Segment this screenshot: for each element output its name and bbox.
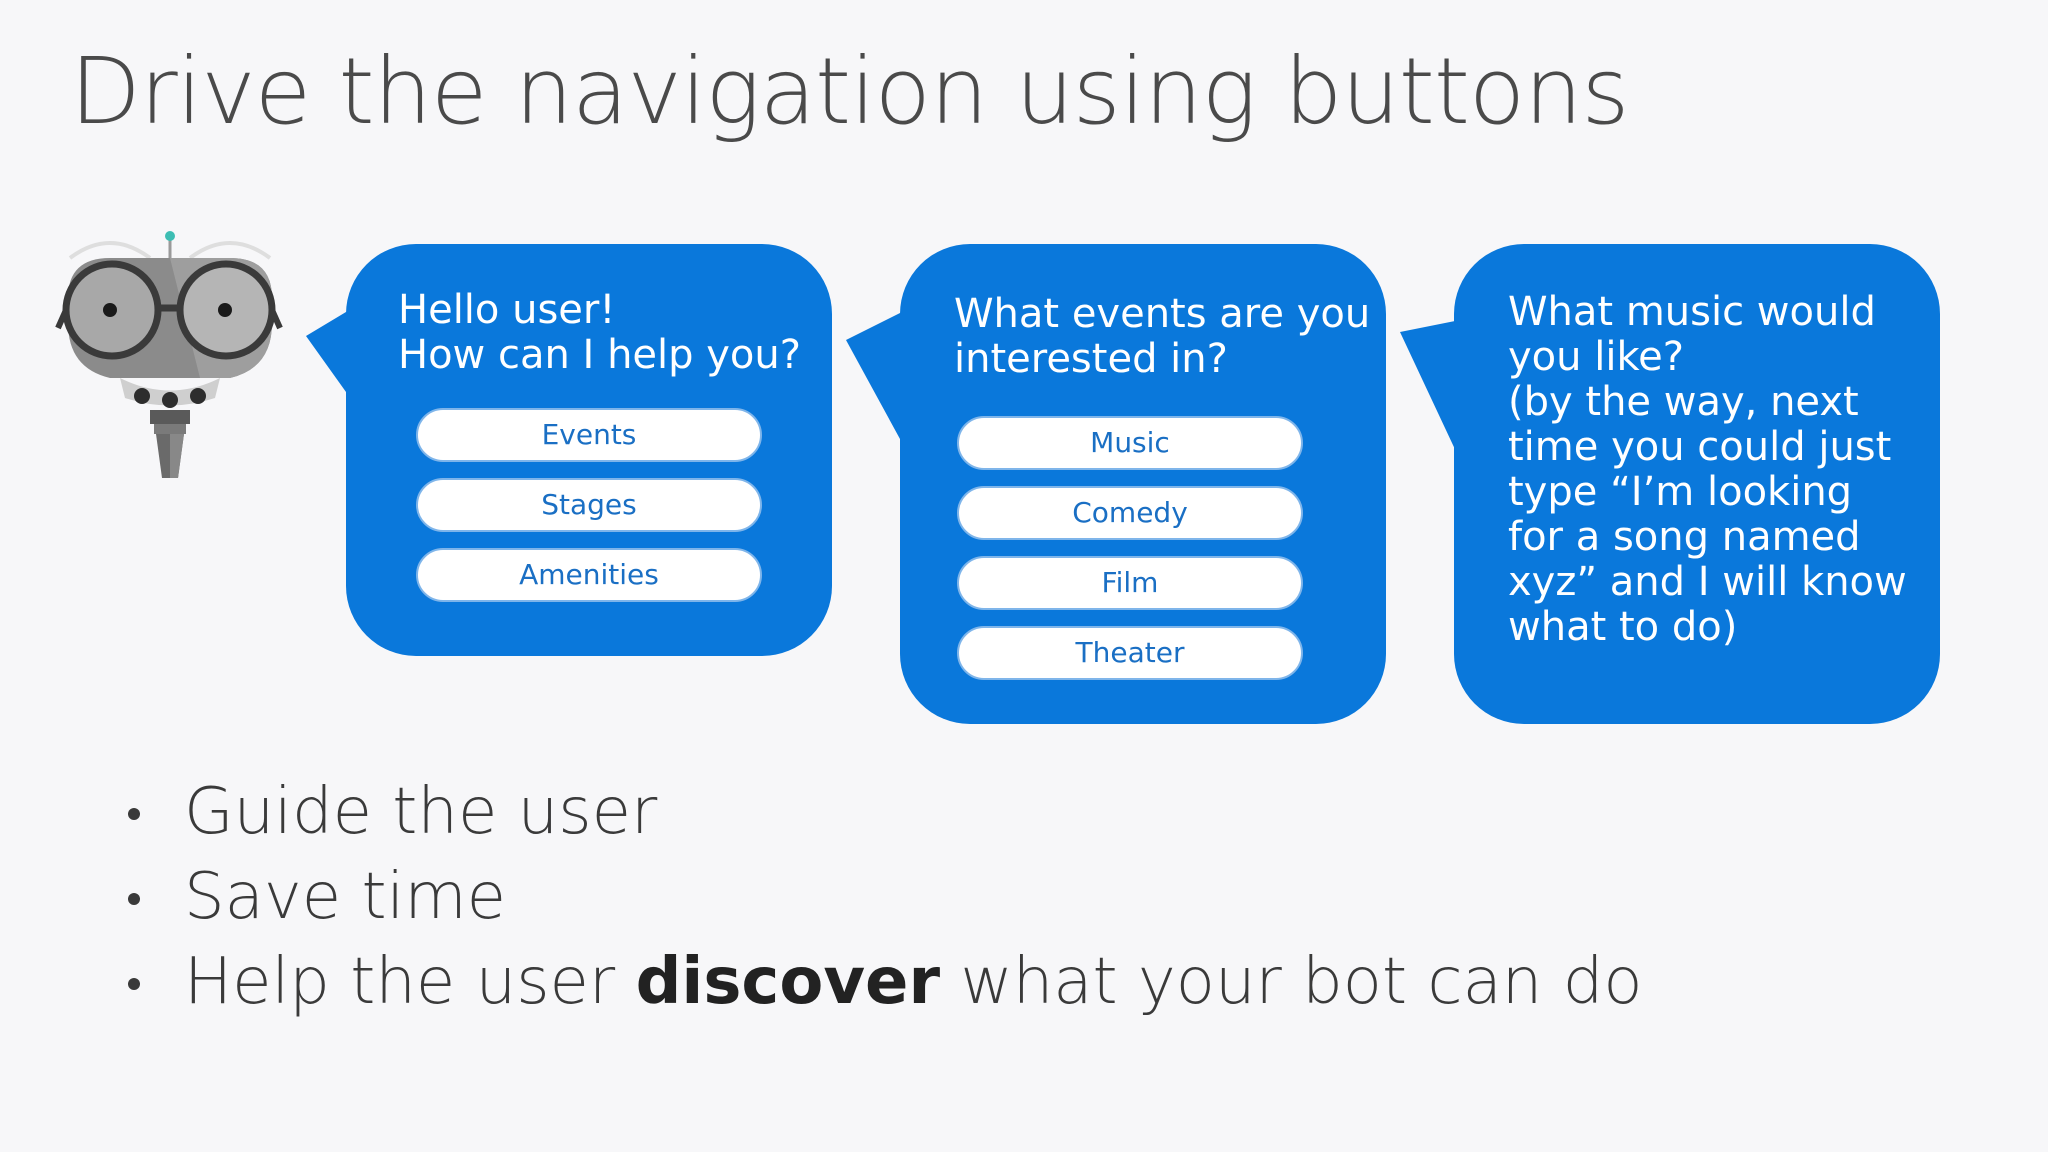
chat-bubble-2-text: What events are you interested in?: [954, 292, 1370, 382]
theater-button[interactable]: Theater: [957, 626, 1303, 680]
chat-bubble-3-line: xyz” and I will know: [1508, 559, 1907, 605]
bullet-text: Save time: [184, 860, 507, 934]
bullet-list: Guide the user Save time Help the user d…: [122, 770, 1642, 1025]
chat-bubble-3: [1454, 244, 1940, 724]
chat-bubble-2-line: What events are you: [954, 291, 1371, 337]
bullet-dot-icon: [128, 893, 140, 905]
bullet-text-after: what your bot can do: [940, 945, 1643, 1019]
bullet-item: Help the user discover what your bot can…: [122, 940, 1642, 1025]
chat-bubble-1-tail-icon: [306, 300, 366, 420]
chat-bubble-3-line: you like?: [1508, 334, 1685, 380]
bullet-bold-text: discover: [635, 945, 940, 1019]
slide-title: Drive the navigation using buttons: [70, 38, 1629, 145]
chat-bubble-1-line: Hello user!: [398, 287, 616, 333]
bullet-dot-icon: [128, 978, 140, 990]
chat-bubble-3-line: What music would: [1508, 289, 1876, 335]
chat-bubble-3-line: (by the way, next: [1508, 379, 1859, 425]
chat-bubble-3-line: for a song named: [1508, 514, 1861, 560]
chat-bubble-1-line: How can I help you?: [398, 332, 801, 378]
chat-bubble-3-line: time you could just: [1508, 424, 1892, 470]
bullet-text: Help the user: [184, 945, 636, 1019]
chat-bubble-2-line: interested in?: [954, 336, 1228, 382]
bullet-item: Guide the user: [122, 770, 1642, 855]
robot-with-glasses-icon: [55, 231, 283, 478]
chat-bubble-1-text: Hello user! How can I help you?: [398, 288, 801, 378]
comedy-button[interactable]: Comedy: [957, 486, 1303, 540]
music-button[interactable]: Music: [957, 416, 1303, 470]
bullet-text: Guide the user: [184, 775, 658, 849]
chat-bubble-3-line: type “I’m looking: [1508, 469, 1853, 515]
chat-bubble-3-line: what to do): [1508, 604, 1738, 650]
amenities-button[interactable]: Amenities: [416, 548, 762, 602]
bullet-item: Save time: [122, 855, 1642, 940]
bullet-dot-icon: [128, 808, 140, 820]
stages-button[interactable]: Stages: [416, 478, 762, 532]
chat-bubble-3-tail-icon: [1400, 320, 1460, 460]
chat-bubble-3-text: What music would you like? (by the way, …: [1508, 290, 1907, 650]
film-button[interactable]: Film: [957, 556, 1303, 610]
chat-bubble-2-tail-icon: [846, 310, 906, 450]
events-button[interactable]: Events: [416, 408, 762, 462]
